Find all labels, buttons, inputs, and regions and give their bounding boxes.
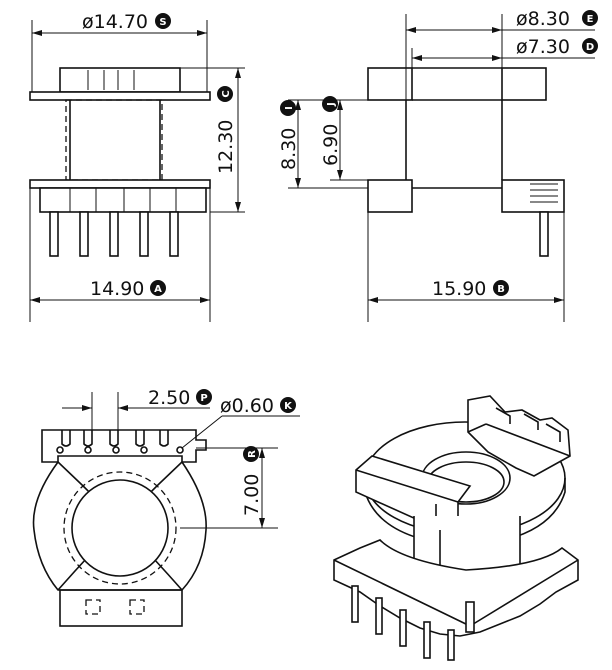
- dim-a-code: A: [154, 284, 162, 295]
- dim-e-value: ø8.30: [516, 8, 570, 30]
- dim-a-value: 14.90: [90, 278, 144, 300]
- dim-d-label: ø7.30 D: [516, 36, 598, 58]
- dim-j-label: 6.90 J: [320, 96, 342, 166]
- dim-s-code: S: [159, 17, 166, 28]
- dim-i-value: 8.30: [278, 128, 300, 170]
- dim-i-label: 8.30 I: [278, 100, 300, 170]
- dim-c-code-circle: [217, 86, 233, 102]
- dim-b-code: B: [497, 284, 505, 295]
- dim-p-label: 2.50 P: [148, 387, 212, 409]
- side-view: [288, 14, 595, 322]
- dim-d-code: D: [586, 42, 594, 53]
- dim-k-code-circle: [280, 397, 296, 413]
- dim-b-value: 15.90: [432, 278, 486, 300]
- dim-p-code-circle: [196, 389, 212, 405]
- dim-b-label: 15.90 B: [432, 278, 509, 300]
- dim-p-code: P: [200, 393, 207, 404]
- dim-i-code-circle: [280, 100, 296, 116]
- dim-r-value: 7.00: [241, 474, 263, 516]
- dim-r-code-circle: [243, 446, 259, 462]
- dim-j-value: 6.90: [320, 124, 342, 166]
- dim-i-code: I: [284, 106, 295, 110]
- dim-r-code: R: [247, 450, 258, 458]
- dim-a-code-circle: [150, 280, 166, 296]
- dim-s-value: ø14.70: [82, 11, 148, 33]
- dim-r-label: 7.00 R: [241, 446, 263, 516]
- dim-k-label: ø0.60 K: [220, 395, 296, 417]
- dim-k-code: K: [284, 401, 293, 412]
- isometric-view: [333, 395, 579, 661]
- dim-d-value: ø7.30: [516, 36, 570, 58]
- dim-k-value: ø0.60: [220, 395, 274, 417]
- bottom-view: [32, 392, 300, 627]
- dim-j-code-circle: [322, 96, 338, 112]
- dim-a-label: 14.90 A: [90, 278, 166, 300]
- front-view: [29, 20, 245, 322]
- dim-s-label: ø14.70 S: [82, 11, 171, 33]
- dim-s-code-circle: [155, 13, 171, 29]
- dim-c-code: C: [221, 90, 232, 97]
- dim-c-value: 12.30: [215, 120, 237, 174]
- dim-b-code-circle: [493, 280, 509, 296]
- dim-c-label: 12.30 C: [215, 86, 237, 174]
- dim-p-value: 2.50: [148, 387, 190, 409]
- dim-j-code: J: [326, 102, 337, 107]
- dim-e-label: ø8.30 E: [516, 8, 598, 30]
- dim-d-code-circle: [582, 38, 598, 54]
- dim-e-code-circle: [582, 10, 598, 26]
- dim-e-code: E: [587, 14, 594, 25]
